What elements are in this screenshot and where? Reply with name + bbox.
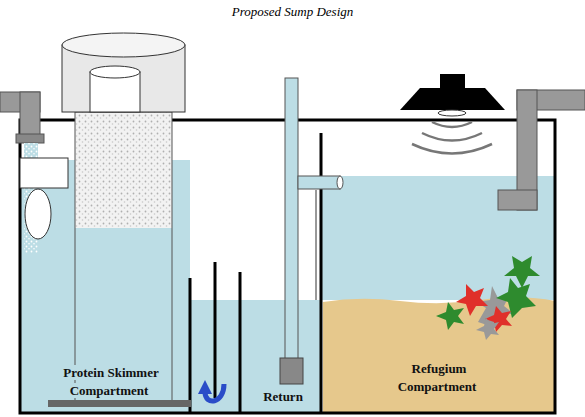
return-pump bbox=[280, 358, 303, 384]
compartment-label: Refugium Compartment bbox=[386, 359, 490, 395]
outlet-pipe bbox=[498, 190, 537, 210]
riser-top bbox=[90, 66, 140, 78]
compartment-name: Refugium Compartment bbox=[398, 361, 479, 394]
inlet-pipe bbox=[20, 92, 40, 138]
baffle bbox=[189, 278, 192, 413]
baffle bbox=[239, 272, 242, 413]
baffle bbox=[214, 262, 217, 398]
overflow-nozzle bbox=[298, 176, 340, 189]
cup-lid bbox=[62, 33, 185, 57]
divider-wall bbox=[320, 133, 323, 413]
return-water bbox=[190, 300, 321, 413]
nozzle-end bbox=[337, 176, 343, 189]
refugium-water bbox=[321, 176, 555, 300]
compartment-label: Protein Skimmer Compartment bbox=[51, 363, 169, 399]
return-tube bbox=[285, 78, 298, 360]
skimmer-pump bbox=[20, 158, 68, 188]
lamp-bulb bbox=[438, 110, 466, 116]
overflow-line bbox=[316, 190, 317, 300]
lamp-cap bbox=[440, 74, 465, 90]
skimmer-base bbox=[48, 400, 191, 407]
light-rays bbox=[412, 122, 492, 154]
skimmer-foam bbox=[75, 112, 172, 228]
skimmer-body bbox=[75, 112, 172, 405]
inlet-flange bbox=[16, 134, 44, 143]
flow-arrowhead bbox=[198, 380, 212, 394]
compartment-name: Protein Skimmer Compartment bbox=[61, 365, 158, 398]
sand-bed bbox=[323, 297, 555, 413]
compartment-name: Return bbox=[261, 389, 305, 404]
lamp-hood bbox=[400, 88, 505, 110]
diagram-title: Proposed Sump Design bbox=[0, 4, 585, 20]
macroalgae bbox=[436, 256, 540, 340]
pump-bulb bbox=[25, 189, 51, 239]
compartment-label: Return bbox=[255, 387, 311, 405]
